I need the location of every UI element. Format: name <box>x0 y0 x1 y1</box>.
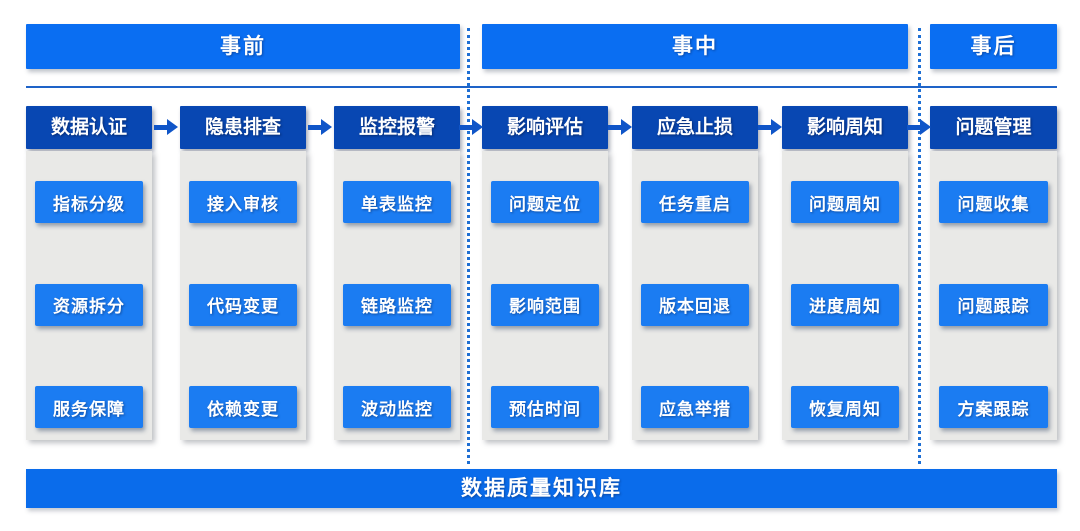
stage-item: 代码变更 <box>189 283 297 326</box>
flow-arrow-icon <box>607 119 633 135</box>
flow-arrow-icon <box>757 119 783 135</box>
stage-item: 进度周知 <box>791 283 899 326</box>
phase-bar-row: 事前 事中 事后 <box>26 24 1057 69</box>
stage-panel: 接入审核 代码变更 依赖变更 <box>180 151 306 440</box>
stage-item: 单表监控 <box>343 181 451 223</box>
stage-header: 影响评估 <box>482 106 608 149</box>
stage-panel: 问题周知 进度周知 恢复周知 <box>782 151 908 440</box>
stage-header: 监控报警 <box>334 106 460 149</box>
stage-item: 应急举措 <box>641 386 749 428</box>
column-impact-notify: 影响周知 问题周知 进度周知 恢复周知 <box>782 106 908 440</box>
stage-item: 任务重启 <box>641 181 749 223</box>
section-before: 数据认证 指标分级 资源拆分 服务保障 隐患排查 接入审核 代码变更 依赖变更 … <box>26 106 460 440</box>
flow-arrow-icon <box>458 119 484 135</box>
column-issue-manage: 问题管理 问题收集 问题跟踪 方案跟踪 <box>930 106 1057 440</box>
stage-item: 问题定位 <box>491 181 599 223</box>
column-impact-assess: 影响评估 问题定位 影响范围 预估时间 <box>482 106 608 440</box>
stage-item: 链路监控 <box>343 283 451 326</box>
stage-item: 接入审核 <box>189 181 297 223</box>
stage-panel: 问题定位 影响范围 预估时间 <box>482 151 608 440</box>
stage-item: 依赖变更 <box>189 386 297 428</box>
phase-underline <box>26 86 1057 88</box>
stage-item: 影响范围 <box>491 283 599 326</box>
stage-item: 资源拆分 <box>35 283 143 326</box>
stage-item: 问题跟踪 <box>939 283 1048 326</box>
knowledge-base-bar: 数据质量知识库 <box>26 469 1057 508</box>
column-data-certification: 数据认证 指标分级 资源拆分 服务保障 <box>26 106 152 440</box>
stage-item: 恢复周知 <box>791 386 899 428</box>
stage-header: 问题管理 <box>930 106 1057 149</box>
stage-panel: 指标分级 资源拆分 服务保障 <box>26 151 152 440</box>
stage-header: 影响周知 <box>782 106 908 149</box>
flow-arrow-icon <box>906 119 932 135</box>
stage-header: 数据认证 <box>26 106 152 149</box>
stage-panel: 任务重启 版本回退 应急举措 <box>632 151 758 440</box>
stage-item: 预估时间 <box>491 386 599 428</box>
stage-item: 问题收集 <box>939 181 1048 223</box>
flow-arrow-icon <box>153 119 179 135</box>
stage-header: 隐患排查 <box>180 106 306 149</box>
stage-item: 方案跟踪 <box>939 386 1048 428</box>
stage-item: 服务保障 <box>35 386 143 428</box>
column-monitor-alarm: 监控报警 单表监控 链路监控 波动监控 <box>334 106 460 440</box>
stage-panel: 问题收集 问题跟踪 方案跟踪 <box>930 151 1057 440</box>
phase-bar-during: 事中 <box>482 24 908 69</box>
phase-bar-after: 事后 <box>930 24 1057 69</box>
stage-panel: 单表监控 链路监控 波动监控 <box>334 151 460 440</box>
stage-item: 波动监控 <box>343 386 451 428</box>
stage-item: 版本回退 <box>641 283 749 326</box>
phase-bar-before: 事前 <box>26 24 460 69</box>
section-during: 影响评估 问题定位 影响范围 预估时间 应急止损 任务重启 版本回退 应急举措 … <box>482 106 908 440</box>
section-after: 问题管理 问题收集 问题跟踪 方案跟踪 <box>930 106 1057 440</box>
stage-header: 应急止损 <box>632 106 758 149</box>
flow-arrow-icon <box>307 119 333 135</box>
stage-item: 指标分级 <box>35 181 143 223</box>
column-emergency-stoploss: 应急止损 任务重启 版本回退 应急举措 <box>632 106 758 440</box>
stage-columns-row: 数据认证 指标分级 资源拆分 服务保障 隐患排查 接入审核 代码变更 依赖变更 … <box>26 106 1057 440</box>
phase-divider-dotted-2 <box>918 28 921 464</box>
stage-item: 问题周知 <box>791 181 899 223</box>
column-risk-check: 隐患排查 接入审核 代码变更 依赖变更 <box>180 106 306 440</box>
phase-divider-dotted-1 <box>467 28 470 464</box>
